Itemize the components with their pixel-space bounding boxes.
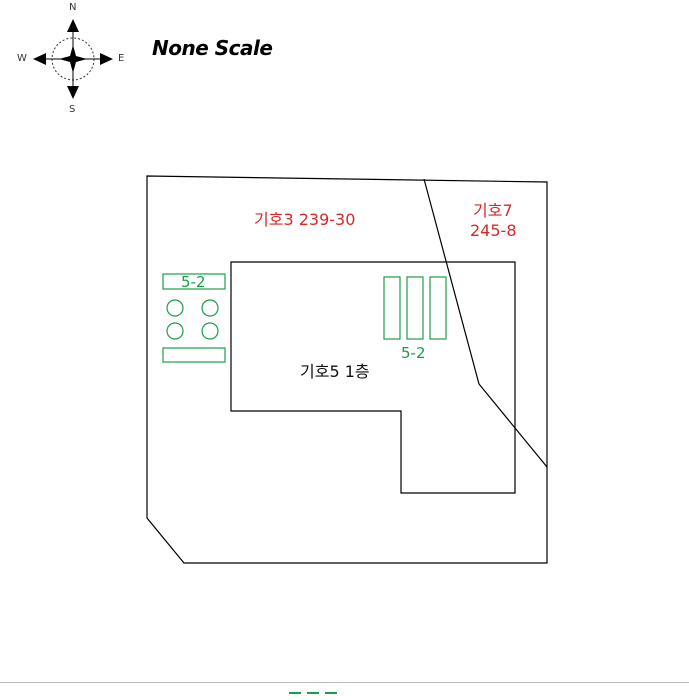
structure-left-circle (201, 322, 219, 340)
structure-right-slab (429, 276, 447, 340)
page-bottom-marks (289, 692, 337, 694)
structure-left (162, 273, 226, 363)
adjacent-parcel-boundary (423, 178, 548, 468)
parcel-right-label-line2: 245-8 (470, 221, 517, 240)
structure-left-top-bar (162, 273, 226, 290)
compass-west-label: W (17, 53, 27, 64)
compass-east-label: E (118, 53, 125, 64)
bottom-mark (325, 692, 337, 694)
parcel-main-label: 기호3 239-30 (254, 210, 356, 229)
structure-left-circle (166, 322, 184, 340)
bottom-mark (307, 692, 319, 694)
compass-south-label: S (69, 104, 76, 115)
compass-star (59, 45, 87, 73)
structure-right-label: 5-2 (401, 344, 426, 362)
structure-left-label: 5-2 (181, 273, 206, 291)
compass-south-arrow (67, 86, 79, 99)
compass-north-label: N (69, 2, 77, 13)
compass-rose (33, 19, 113, 99)
scale-note: None Scale (152, 36, 273, 60)
structure-right-slab (383, 276, 401, 340)
parcel-boundary (146, 175, 548, 564)
page-bottom-rule (0, 682, 689, 683)
compass-west-arrow (33, 53, 46, 65)
structure-right-slab (406, 276, 424, 340)
structure-left-circle (166, 299, 184, 317)
structure-left-bottom-bar (162, 347, 226, 363)
compass-north-arrow (67, 19, 79, 32)
structure-right (383, 276, 447, 340)
building-footprint (230, 261, 516, 494)
parcel-right-label-line1: 기호7 (473, 201, 513, 220)
compass-east-arrow (100, 53, 113, 65)
bottom-mark (289, 692, 301, 694)
structure-left-circle (201, 299, 219, 317)
building-label: 기호5 1층 (300, 362, 370, 381)
